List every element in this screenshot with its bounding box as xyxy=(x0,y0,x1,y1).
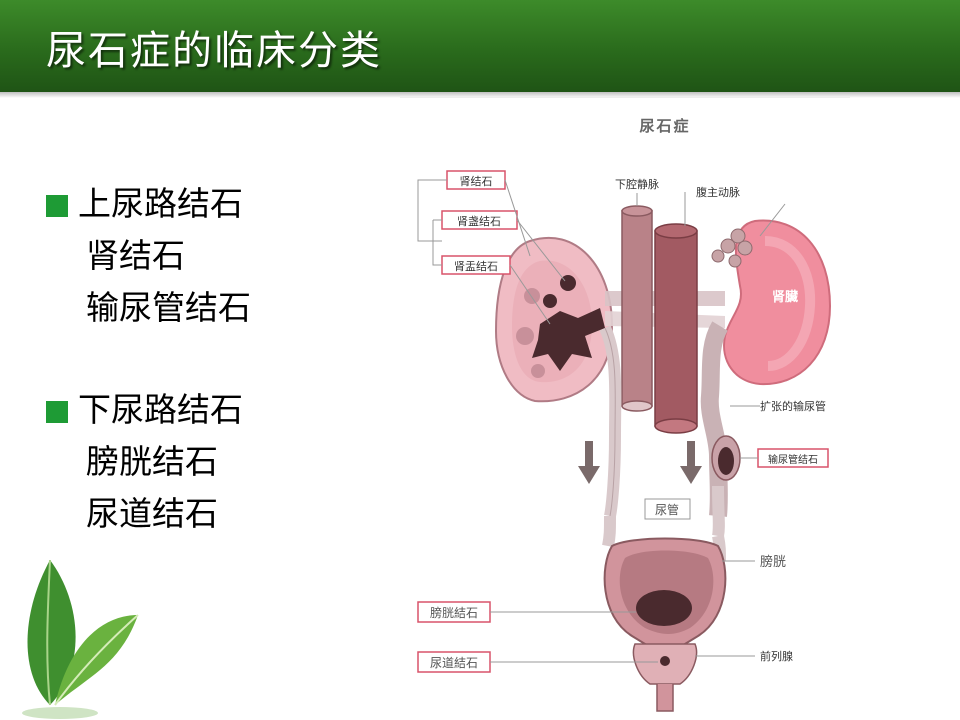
sub-item-urethral-stone: 尿道结石 xyxy=(86,494,218,533)
ureteral-stone-label: 输尿管结石 xyxy=(768,453,818,466)
abdominal-aorta xyxy=(654,230,698,427)
bullet-square-icon xyxy=(46,195,68,217)
slide-title: 尿石症的临床分类 xyxy=(46,28,382,74)
urethral-stone-label: 尿道結石 xyxy=(430,656,478,670)
dilated-ureter-label: 扩张的输尿管 xyxy=(760,399,826,413)
bullet-list: 上尿路结石 肾结石 输尿管结石 下尿路结石 膀胱结石 尿道结石 xyxy=(44,178,364,540)
dilated-ureter xyxy=(700,321,729,517)
sub-item-ureteral-stone: 输尿管结石 xyxy=(86,288,251,327)
bullet-upper-tract: 上尿路结石 xyxy=(44,178,364,230)
ureteral-stone-mark xyxy=(718,447,734,475)
title-bar: 尿石症的临床分类 xyxy=(0,0,960,98)
calyx-stone-label: 肾盏结石 xyxy=(457,214,501,228)
inferior-vena-cava xyxy=(621,210,653,407)
bullet-label: 下尿路结石 xyxy=(78,390,243,429)
ureter-label: 尿管 xyxy=(655,502,679,517)
ivc-label: 下腔静脉 xyxy=(615,177,659,191)
bladder-label: 膀胱 xyxy=(760,554,786,570)
prostate-label: 前列腺 xyxy=(760,649,793,663)
figure-title: 尿石症 xyxy=(639,117,690,135)
kidney-label: 肾臟 xyxy=(772,289,798,305)
urolithiasis-figure: 尿石症 肾臟 xyxy=(400,96,850,716)
aorta-label: 腹主动脉 xyxy=(696,185,740,199)
bullet-label: 上尿路结石 xyxy=(78,184,243,223)
urethral-stone-mark xyxy=(660,656,670,666)
anatomy-diagram: 尿石症 肾臟 xyxy=(400,96,850,716)
bladder-stone-label: 膀胱結石 xyxy=(430,605,478,620)
sub-item-bladder-stone: 膀胱结石 xyxy=(86,442,218,481)
down-arrows xyxy=(578,441,702,484)
renal-stone-label: 肾结石 xyxy=(460,175,493,188)
leaf-decoration-icon xyxy=(22,559,139,719)
bullet-square-icon xyxy=(46,401,68,423)
bladder-stone-mark xyxy=(636,590,692,626)
pelvis-stone-label: 肾盂结石 xyxy=(454,260,498,273)
title-bar-shadow xyxy=(0,92,960,98)
sub-item-kidney-stone: 肾结石 xyxy=(86,236,185,275)
bullet-lower-tract: 下尿路结石 xyxy=(44,384,364,436)
